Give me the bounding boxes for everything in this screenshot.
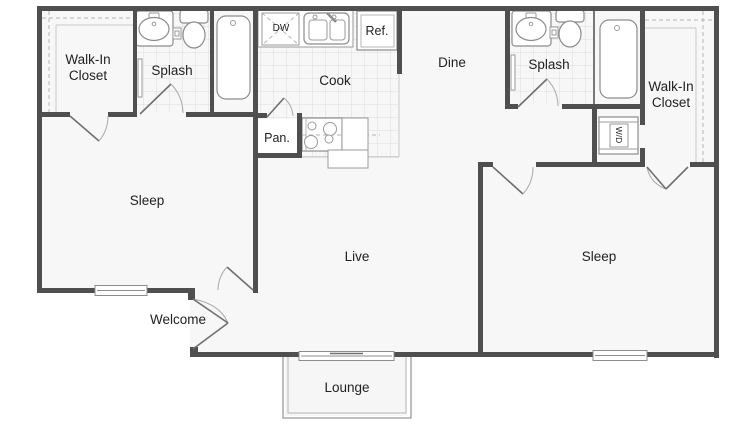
pantry-floor [258, 119, 297, 153]
room-label-dine: Dine [438, 55, 466, 70]
wall-closet-right-left-lower [640, 148, 645, 167]
entry-jamb-bottom [190, 347, 198, 357]
doors [69, 78, 689, 350]
pantry-jamb [258, 113, 267, 118]
window-sleep-left [94, 285, 148, 296]
wall-sleep-left-kitchen [253, 6, 258, 293]
door-bath-left [139, 83, 184, 115]
appliance-label-dishwasher: DW [273, 23, 290, 34]
lounge-balcony [282, 357, 412, 419]
wall-top [37, 6, 719, 11]
wall-left [37, 6, 42, 293]
wall-pantry-right [297, 113, 302, 158]
room-label-splash-left: Splash [151, 63, 192, 78]
kitchen-sink-icon [303, 12, 350, 45]
toilet-icon [555, 9, 585, 48]
door-sleep-right [492, 166, 534, 195]
kitchen [257, 9, 398, 169]
wall-wd-left [592, 104, 597, 167]
openings [94, 285, 648, 361]
refrigerator-icon [356, 10, 398, 51]
toilet-paper-icon [549, 26, 559, 39]
room-label-pantry: Pan. [264, 131, 290, 145]
room-label-walk-in-closet-right-line1: Walk-In [648, 79, 693, 94]
door-bath-right [517, 78, 559, 108]
stove-icon [301, 117, 380, 152]
towel-bar-icon [510, 54, 516, 91]
lounge-floor [285, 357, 407, 416]
door-closet-left [69, 115, 109, 142]
wall-closet-bath-left [133, 6, 137, 117]
kitchen-peninsula [327, 149, 369, 169]
sliding-door-lounge [298, 351, 395, 361]
towel-bar-icon [137, 58, 143, 98]
room-labels: Walk-In Closet Splash Cook Dine Splash W… [65, 23, 693, 395]
door-sleep-left [217, 266, 254, 291]
window-sleep-right [592, 350, 648, 361]
wall-pantry-bottom [253, 153, 302, 158]
room-label-splash-right: Splash [528, 57, 569, 72]
door-closet-right [646, 166, 689, 190]
wall-right [714, 6, 719, 358]
room-label-walk-in-closet-right-line2: Closet [652, 95, 691, 110]
bathtub-icon [599, 19, 638, 99]
entry-jamb-top [188, 288, 195, 300]
door-entry [192, 298, 229, 350]
sink-icon [135, 10, 174, 47]
washer-dryer-icon [598, 116, 639, 155]
room-label-sleep-left: Sleep [130, 193, 165, 208]
bathtub-icon [216, 15, 251, 100]
wall-bath-right-left [505, 6, 510, 109]
toilet-icon [179, 9, 209, 49]
wall-bottom-main [190, 352, 719, 357]
wall-closet-right-left-upper [640, 6, 645, 125]
sink-icon [511, 10, 552, 47]
toilet-paper-icon [172, 27, 182, 40]
appliance-label-refrigerator: Ref. [366, 24, 389, 38]
wall-sleep-right-left [478, 162, 483, 357]
room-label-cook: Cook [319, 73, 351, 88]
bathroom-right [510, 9, 638, 99]
appliance-label-washer-dryer: W/D [614, 127, 624, 144]
room-label-walk-in-closet-left-line1: Walk-In [65, 52, 110, 67]
room-label-welcome: Welcome [150, 312, 206, 327]
door-pantry [266, 97, 294, 118]
room-label-lounge: Lounge [324, 380, 369, 395]
kitchen-counter-side [341, 117, 369, 151]
room-label-live: Live [345, 249, 370, 264]
closet-shelving [42, 11, 714, 162]
room-label-sleep-right: Sleep [582, 249, 617, 264]
wall-kitchen-right [397, 6, 402, 74]
room-label-walk-in-closet-left-line2: Closet [69, 68, 108, 83]
wall-bath-tub-left [210, 10, 214, 117]
dishwasher-icon [261, 12, 300, 46]
